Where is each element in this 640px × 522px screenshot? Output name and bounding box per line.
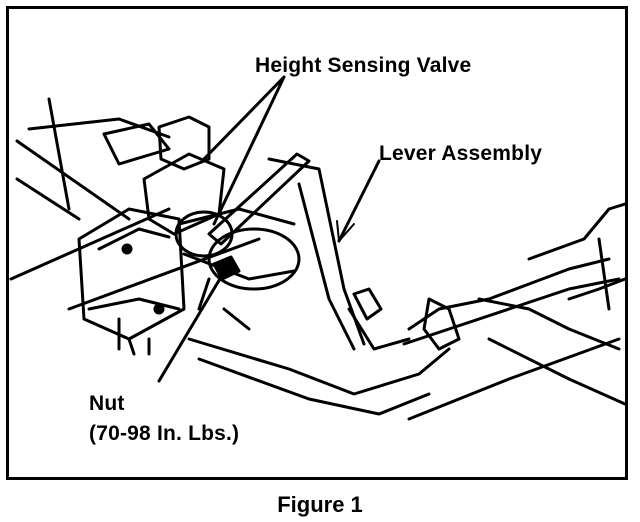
frame-rails — [9, 97, 261, 311]
figure-caption: Figure 1 — [277, 492, 363, 517]
right-frame-detail — [527, 202, 625, 311]
figure-frame: Height Sensing Valve Lever Assembly Nut … — [6, 6, 628, 480]
torque-spec-label: (70-98 In. Lbs.) — [89, 422, 240, 445]
control-arm — [187, 257, 625, 421]
lever-assembly-arm — [207, 152, 411, 351]
height-sensing-valve-label: Height Sensing Valve — [255, 54, 472, 77]
leader-line-nut — [157, 265, 229, 383]
leader-line-height-sensing-valve — [202, 75, 286, 161]
leader-line-lever-assembly — [337, 159, 381, 243]
nut-label: Nut — [89, 392, 125, 415]
lever-assembly-label: Lever Assembly — [379, 142, 543, 165]
suspension-line-drawing — [9, 75, 625, 421]
leader-line-height-sensing-valve-2 — [212, 75, 286, 226]
leader-lines — [157, 75, 381, 383]
mounting-bracket — [77, 207, 186, 356]
